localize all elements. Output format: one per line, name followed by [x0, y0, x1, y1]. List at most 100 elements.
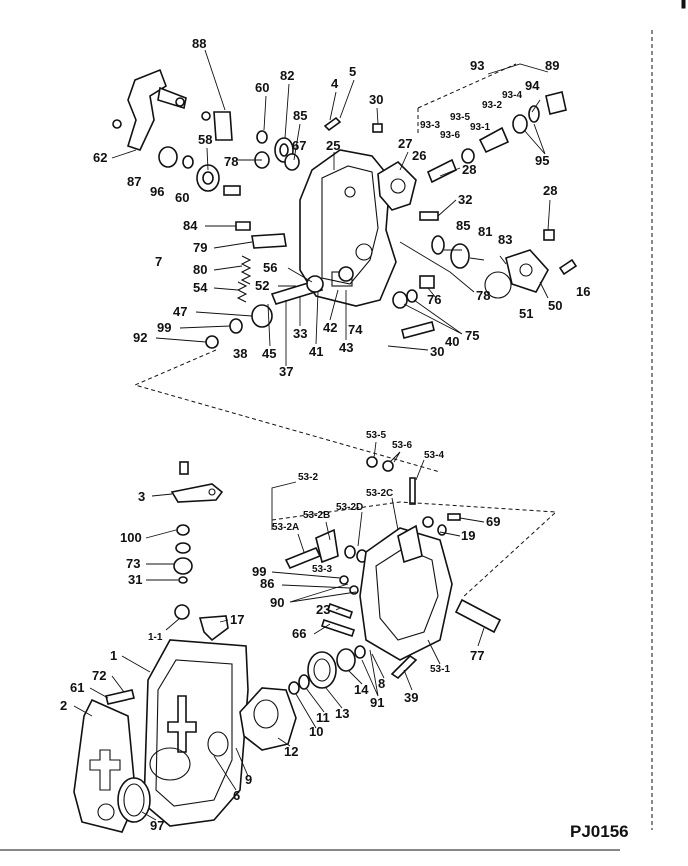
callout-93-4: 93-4 — [502, 90, 522, 101]
upper-callouts: 88 60 82 4 5 30 93 89 94 93-3 93-5 93-2 … — [93, 36, 590, 379]
callout-93-2: 93-2 — [482, 100, 502, 111]
callout-78b: 78 — [476, 288, 490, 303]
callout-53-2A: 53-2A — [272, 522, 299, 533]
callout-66: 66 — [292, 626, 306, 641]
callout-69: 69 — [486, 514, 500, 529]
callout-3: 3 — [138, 489, 145, 504]
callout-80: 80 — [193, 262, 207, 277]
callout-19: 19 — [461, 528, 475, 543]
callout-28b: 28 — [543, 183, 557, 198]
callout-37: 37 — [279, 364, 293, 379]
callout-1-1: 1-1 — [148, 632, 163, 643]
callout-84: 84 — [183, 218, 198, 233]
upper-assembly — [112, 68, 578, 349]
callout-26: 26 — [412, 148, 426, 163]
callout-94: 94 — [525, 78, 540, 93]
callout-96: 96 — [150, 184, 164, 199]
callout-83: 83 — [498, 232, 512, 247]
callout-93-3: 93-3 — [420, 120, 440, 131]
page-edges — [0, 0, 686, 851]
callout-4: 4 — [331, 76, 339, 91]
callout-95: 95 — [535, 153, 549, 168]
callout-60b: 60 — [175, 190, 189, 205]
callout-28: 28 — [462, 162, 476, 177]
callout-54: 54 — [193, 280, 208, 295]
callout-99b: 99 — [252, 564, 266, 579]
callout-10: 10 — [309, 724, 323, 739]
callout-51: 51 — [519, 306, 533, 321]
callout-16: 16 — [576, 284, 590, 299]
callout-91: 91 — [370, 695, 384, 710]
callout-79: 79 — [193, 240, 207, 255]
callout-53-3: 53-3 — [312, 564, 332, 575]
callout-62: 62 — [93, 150, 107, 165]
callout-53-1: 53-1 — [430, 664, 450, 675]
callout-73: 73 — [126, 556, 140, 571]
callout-89: 89 — [545, 58, 559, 73]
callout-39: 39 — [404, 690, 418, 705]
callout-17: 17 — [230, 612, 244, 627]
callout-53-2B: 53-2B — [303, 510, 330, 521]
callout-14: 14 — [354, 682, 369, 697]
callout-25: 25 — [326, 138, 340, 153]
callout-76: 76 — [427, 292, 441, 307]
callout-97: 97 — [150, 818, 164, 833]
callout-45: 45 — [262, 346, 276, 361]
lower-assembly — [73, 456, 502, 833]
callout-92: 92 — [133, 330, 147, 345]
callout-12: 12 — [284, 744, 298, 759]
callout-53-2D: 53-2D — [336, 502, 363, 513]
callout-100: 100 — [120, 530, 142, 545]
lower-callouts: 53-5 53-6 53-4 53-2 53-2C 53-2D 53-2B 53… — [60, 430, 500, 833]
callout-31: 31 — [128, 572, 142, 587]
callout-32: 32 — [458, 192, 472, 207]
callout-2: 2 — [60, 698, 67, 713]
callout-13: 13 — [335, 706, 349, 721]
callout-93-1: 93-1 — [470, 122, 490, 133]
callout-38: 38 — [233, 346, 247, 361]
callout-75: 75 — [465, 328, 479, 343]
upper-leaders — [111, 49, 551, 473]
callout-53-6: 53-6 — [392, 440, 412, 451]
callout-27: 27 — [398, 136, 412, 151]
callout-61: 61 — [70, 680, 84, 695]
callout-53-5: 53-5 — [366, 430, 386, 441]
callout-30b: 30 — [430, 344, 444, 359]
callout-67: 67 — [292, 138, 306, 153]
callout-81: 81 — [478, 224, 492, 239]
callout-53-4: 53-4 — [424, 450, 444, 461]
callout-30: 30 — [369, 92, 383, 107]
callout-85b: 85 — [456, 218, 470, 233]
callout-88: 88 — [192, 36, 206, 51]
callout-43: 43 — [339, 340, 353, 355]
callout-7: 7 — [155, 254, 162, 269]
callout-33: 33 — [293, 326, 307, 341]
callout-60: 60 — [255, 80, 269, 95]
callout-8: 8 — [378, 676, 385, 691]
callout-56: 56 — [263, 260, 277, 275]
callout-87: 87 — [127, 174, 141, 189]
callout-23: 23 — [316, 602, 330, 617]
callout-6: 6 — [233, 788, 240, 803]
figure-code: PJ0156 — [570, 822, 629, 841]
callout-52: 52 — [255, 278, 269, 293]
callout-42: 42 — [323, 320, 337, 335]
callout-11: 11 — [316, 710, 330, 725]
callout-90: 90 — [270, 595, 284, 610]
callout-93-5: 93-5 — [450, 112, 470, 123]
callout-86: 86 — [260, 576, 274, 591]
callout-99: 99 — [157, 320, 171, 335]
callout-93-6: 93-6 — [440, 130, 460, 141]
callout-93: 93 — [470, 58, 484, 73]
callout-1: 1 — [110, 648, 117, 663]
callout-58: 58 — [198, 132, 212, 147]
callout-47: 47 — [173, 304, 187, 319]
callout-41: 41 — [309, 344, 323, 359]
callout-53-2: 53-2 — [298, 472, 318, 483]
callout-72: 72 — [92, 668, 106, 683]
callout-85: 85 — [293, 108, 307, 123]
callout-82: 82 — [280, 68, 294, 83]
callout-5: 5 — [349, 64, 356, 79]
callout-78: 78 — [224, 154, 238, 169]
